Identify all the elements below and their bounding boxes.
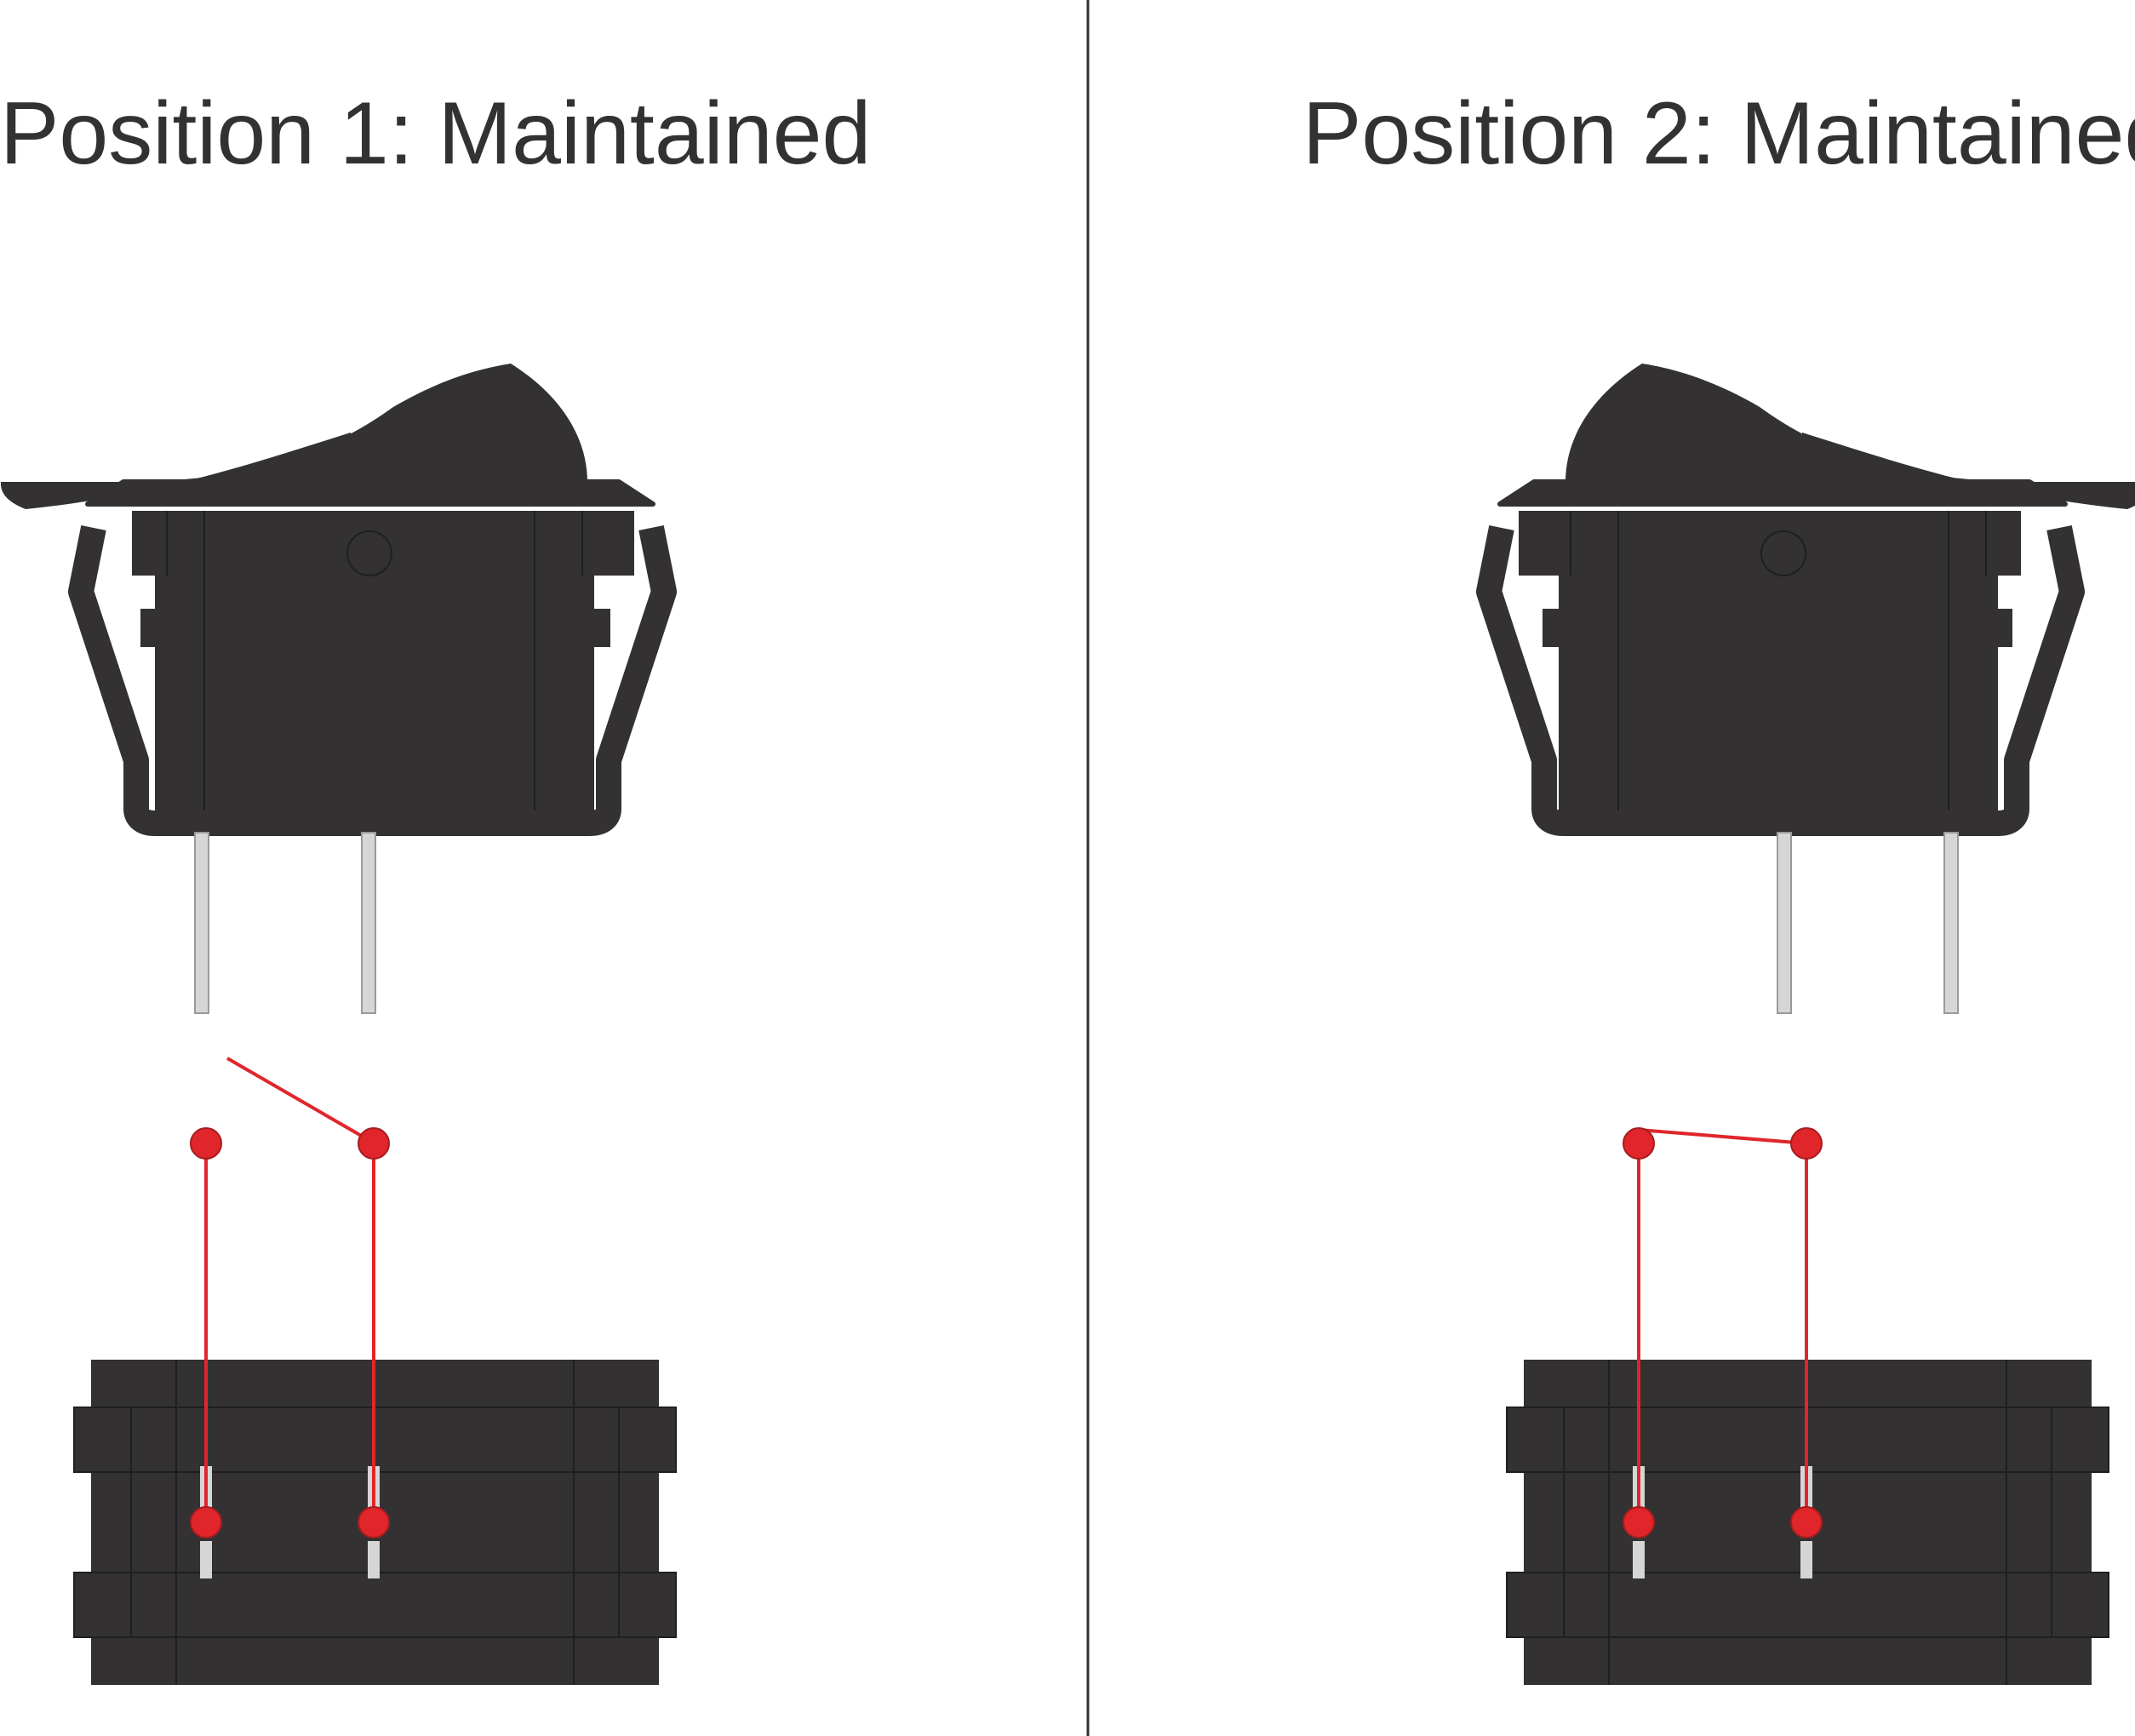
- panel-1-switch-side-view: [1, 364, 664, 1013]
- panel-1-terminal-point-left: [190, 1506, 222, 1538]
- panel-2-circuit: [1637, 1128, 1808, 1522]
- panel-2-contact-line-closed: [1638, 1128, 1807, 1145]
- panel-1-terminal-point-right: [358, 1506, 390, 1538]
- panel-2-title: Position 2: Maintained: [1302, 84, 2135, 183]
- panel-1: [1, 364, 678, 1687]
- panel-2: [1489, 364, 2135, 1687]
- panel-1-contact-line-open: [226, 1057, 376, 1145]
- panel-2-contact-point-left: [1623, 1127, 1655, 1160]
- panel-2-switch-side-view: [1489, 364, 2135, 1013]
- panel-1-title: Position 1: Maintained: [0, 84, 872, 183]
- panel-1-circuit: [204, 1057, 376, 1522]
- panel-2-terminal-point-right: [1790, 1506, 1823, 1538]
- panel-1-contact-point-right: [358, 1127, 390, 1160]
- panel-2-contact-point-right: [1790, 1127, 1823, 1160]
- panel-2-terminal-point-left: [1623, 1506, 1655, 1538]
- panel-1-contact-point-left: [190, 1127, 222, 1160]
